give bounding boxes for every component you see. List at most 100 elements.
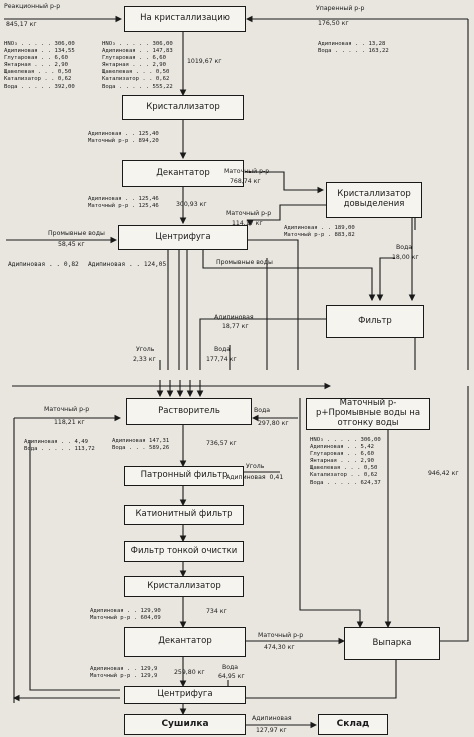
table-row: Маточный р-р . 604,09 bbox=[90, 615, 161, 622]
component-name: Адипиновая . . bbox=[102, 48, 153, 55]
label-ugol-val: 2,33 кг bbox=[133, 356, 156, 363]
table-row: Катализатор . . 0,62 bbox=[310, 472, 381, 479]
table-row: Катализатор . . 0,62 bbox=[102, 76, 173, 83]
box-matochny-promyvnye: Маточный р-р+Промывные воды на отгонку в… bbox=[306, 398, 430, 430]
label-mat-474-title: Маточный р-р bbox=[258, 632, 304, 639]
component-value: 163,22 bbox=[368, 48, 389, 55]
table-row: Маточный р-р . 125,46 bbox=[88, 203, 159, 210]
component-value: 604,09 bbox=[140, 615, 161, 622]
label-prom-title: Промывные воды bbox=[48, 230, 105, 237]
box-filtr: Фильтр bbox=[326, 305, 424, 338]
label-feed-total: 1019,67 кг bbox=[187, 58, 222, 65]
label-adip-1877-title: Адипиновая bbox=[214, 314, 254, 321]
label-voda-title: Вода bbox=[396, 244, 413, 251]
table-row: Адипиновая . . 13,28 bbox=[318, 41, 389, 48]
component-name: Глутаровая . . bbox=[4, 55, 55, 62]
component-value: 134,55 bbox=[54, 48, 75, 55]
component-value: 6,60 bbox=[54, 55, 69, 62]
component-name: Маточный р-р . bbox=[88, 138, 139, 145]
box-filtr-tonkoy-ochistki: Фильтр тонкой очистки bbox=[124, 541, 244, 562]
component-value: 4,49 bbox=[74, 439, 89, 445]
box-kationitny-filtr: Катионитный фильтр bbox=[124, 505, 244, 525]
label-mat-114-title: Маточный р-р bbox=[226, 210, 272, 217]
label-uparenny-title: Упаренный р-р bbox=[316, 5, 365, 12]
label-sum-300: 300,93 кг bbox=[176, 201, 207, 208]
label-adip-1877-val: 18,77 кг bbox=[222, 323, 249, 330]
label-voda2-title: Вода bbox=[214, 346, 231, 353]
component-name: Адипиновая . . bbox=[284, 225, 335, 231]
table-row: Адипиновая . . 4,49 bbox=[24, 439, 95, 446]
label-ugol-title: Уголь bbox=[136, 346, 155, 353]
component-name: Вода . . . . . bbox=[24, 446, 75, 453]
table-row: Маточный р-р . 129,9 bbox=[90, 673, 157, 680]
label-voda4-title: Вода bbox=[222, 664, 239, 671]
table-row: Янтарная . . . 2,90 bbox=[102, 62, 173, 69]
table-row: Вода . . . 589,26 bbox=[112, 445, 169, 452]
table-row: Янтарная . . . 2,90 bbox=[310, 458, 381, 465]
component-value: 129,9 bbox=[140, 666, 158, 672]
label-sum-734: 734 кг bbox=[206, 608, 227, 615]
component-name: Катализатор . . bbox=[102, 76, 156, 83]
component-name: Адипиновая . . bbox=[90, 608, 141, 614]
table-row: Адипиновая . . 5,42 bbox=[310, 444, 381, 451]
table-row: Адипиновая . . 129,9 bbox=[90, 666, 157, 673]
component-value: 0,50 bbox=[363, 465, 378, 472]
component-name: Вода . . . . . bbox=[102, 83, 153, 90]
label-adip-127-val: 127,97 кг bbox=[256, 727, 287, 734]
component-value: 113,72 bbox=[74, 446, 95, 453]
component-value: 0,50 bbox=[155, 69, 170, 76]
label-ugol2-val: Адипиновая 0,41 bbox=[226, 474, 284, 481]
label-mat-118-title: Маточный р-р bbox=[44, 406, 90, 413]
table-row: Вода . . . . . 555,22 bbox=[102, 84, 173, 91]
label-mat-118-val: 118,21 кг bbox=[54, 419, 85, 426]
component-value: 883,82 bbox=[334, 232, 355, 239]
box-vyparka: Выпарка bbox=[344, 627, 440, 660]
table-row: Янтарная . . . 2,90 bbox=[4, 62, 75, 69]
component-value: 306,00 bbox=[152, 41, 173, 47]
component-name: Глутаровая . . bbox=[310, 451, 361, 458]
component-value: 147,31 bbox=[149, 438, 170, 444]
box-na-kristallizaciyu: На кристаллизацию bbox=[124, 6, 246, 32]
table-row: Адипиновая . . 129,90 bbox=[90, 608, 161, 615]
label-reakc-val: 845,17 кг bbox=[6, 21, 37, 28]
component-name: Адипиновая . . bbox=[24, 439, 75, 445]
component-name: Маточный р-р . bbox=[88, 203, 139, 210]
box-centrifuga-1: Центрифуга bbox=[118, 225, 248, 250]
component-name: Вода . . . . . bbox=[4, 83, 55, 90]
label-mat-768-title: Маточный р-р bbox=[224, 168, 270, 175]
table-row: Маточный р-р . 883,82 bbox=[284, 232, 355, 239]
box-rastvoritel: Растворитель bbox=[126, 398, 252, 425]
box-kristallizator-dovydeleniya: Кристаллизатор довыделения bbox=[326, 182, 422, 218]
table-row: Маточный р-р . 894,20 bbox=[88, 138, 159, 145]
component-value: 624,37 bbox=[360, 479, 381, 486]
component-name: Вода . . . . . bbox=[310, 479, 361, 486]
table-row: Вода . . . . . 392,00 bbox=[4, 84, 75, 91]
component-value: 589,26 bbox=[149, 445, 170, 452]
component-value: 189,00 bbox=[334, 225, 355, 231]
component-name: Щавелевая . . . bbox=[4, 69, 58, 76]
table-row: Вода . . . . . 624,37 bbox=[310, 480, 381, 487]
component-value: 0,62 bbox=[155, 76, 170, 83]
label-sum-259: 259,80 кг bbox=[174, 669, 205, 676]
component-name: Щавелевая . . . bbox=[310, 465, 364, 472]
component-name: Маточный р-р . bbox=[284, 232, 335, 239]
table-row: HNO₃ . . . . . 306,00 bbox=[4, 41, 75, 48]
component-name: Маточный р-р . bbox=[90, 615, 141, 622]
label-voda2-val: 177,74 кг bbox=[206, 356, 237, 363]
component-name: Маточный р-р . bbox=[90, 673, 141, 680]
component-name: HNO₃ . . . . . bbox=[4, 41, 55, 47]
component-value: 125,40 bbox=[138, 131, 159, 137]
label-sum-736: 736,57 кг bbox=[206, 440, 237, 447]
label-mat-474-val: 474,30 кг bbox=[264, 644, 295, 651]
box-sushilka: Сушилка bbox=[124, 714, 246, 735]
label-adip-124: Адипиновая . . 124,05 bbox=[88, 261, 167, 268]
component-value: 0,62 bbox=[57, 76, 72, 83]
component-name: Адипиновая . . bbox=[88, 131, 139, 137]
component-name: Янтарная . . . bbox=[4, 62, 55, 69]
component-value: 306,00 bbox=[360, 437, 381, 443]
box-patronny-filtr: Патронный фильтр bbox=[124, 466, 244, 486]
